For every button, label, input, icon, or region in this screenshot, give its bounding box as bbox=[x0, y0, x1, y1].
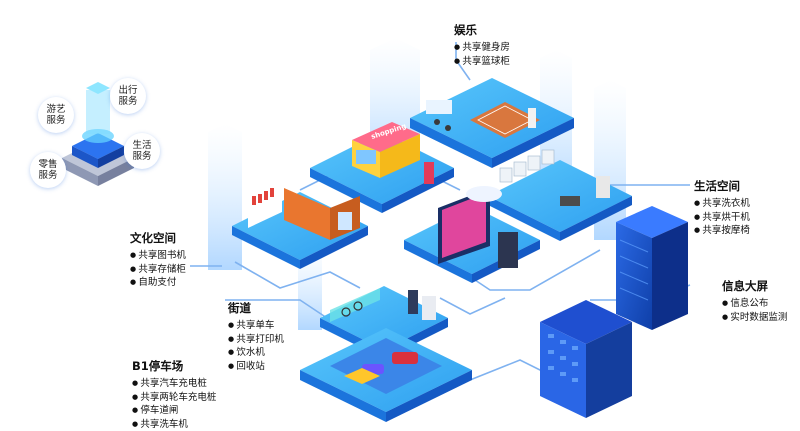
service-entertainment-label: 游艺 服务 bbox=[44, 104, 68, 126]
zone-street: 街道 共享单车 共享打印机 饮水机 回收站 bbox=[228, 300, 284, 373]
zone-parking-title: B1停车场 bbox=[132, 358, 216, 374]
zone-entertainment-list: 共享健身房 共享篮球柜 bbox=[454, 41, 510, 68]
zone-entertainment: 娱乐 共享健身房 共享篮球柜 bbox=[454, 22, 510, 68]
service-life-bubble: 生活 服务 bbox=[124, 133, 160, 169]
zone-living-list: 共享洗衣机 共享烘干机 共享按摩椅 bbox=[694, 197, 750, 238]
zone-street-title: 街道 bbox=[228, 300, 284, 316]
zone-item: 共享健身房 bbox=[454, 41, 510, 55]
zone-item: 回收站 bbox=[228, 360, 284, 374]
zone-item: 共享打印机 bbox=[228, 333, 284, 347]
service-entertainment-bubble: 游艺 服务 bbox=[38, 97, 74, 133]
service-retail-label: 零售 服务 bbox=[36, 159, 60, 181]
zone-street-list: 共享单车 共享打印机 饮水机 回收站 bbox=[228, 319, 284, 373]
zone-screen-title: 信息大屏 bbox=[722, 278, 787, 294]
zone-item: 饮水机 bbox=[228, 346, 284, 360]
zone-item: 共享两轮车充电桩 bbox=[132, 391, 216, 405]
zone-living-title: 生活空间 bbox=[694, 178, 750, 194]
zone-living: 生活空间 共享洗衣机 共享烘干机 共享按摩椅 bbox=[694, 178, 750, 238]
zone-culture: 文化空间 共享图书机 共享存储柜 自助支付 bbox=[130, 230, 186, 290]
zone-item: 实时数据监测 bbox=[722, 311, 787, 325]
service-retail-bubble: 零售 服务 bbox=[30, 152, 66, 188]
zone-item: 共享汽车充电桩 bbox=[132, 377, 216, 391]
zone-item: 共享洗衣机 bbox=[694, 197, 750, 211]
zone-item: 共享烘干机 bbox=[694, 211, 750, 225]
zone-culture-list: 共享图书机 共享存储柜 自助支付 bbox=[130, 249, 186, 290]
service-life-label: 生活 服务 bbox=[130, 140, 154, 162]
service-travel-label: 出行 服务 bbox=[116, 85, 140, 107]
zone-item: 共享存储柜 bbox=[130, 263, 186, 277]
zone-screen: 信息大屏 信息公布 实时数据监测 bbox=[722, 278, 787, 324]
zone-item: 共享洗车机 bbox=[132, 418, 216, 431]
zone-item: 自助支付 bbox=[130, 276, 186, 290]
zone-item: 共享单车 bbox=[228, 319, 284, 333]
zone-parking: B1停车场 共享汽车充电桩 共享两轮车充电桩 停车道闸 共享洗车机 bbox=[132, 358, 216, 431]
zone-item: 共享按摩椅 bbox=[694, 224, 750, 238]
zone-entertainment-title: 娱乐 bbox=[454, 22, 510, 38]
zone-item: 共享图书机 bbox=[130, 249, 186, 263]
platform-parking bbox=[300, 328, 472, 422]
zone-parking-list: 共享汽车充电桩 共享两轮车充电桩 停车道闸 共享洗车机 bbox=[132, 377, 216, 431]
zone-culture-title: 文化空间 bbox=[130, 230, 186, 246]
zone-item: 信息公布 bbox=[722, 297, 787, 311]
zone-item: 共享篮球柜 bbox=[454, 55, 510, 69]
info-screen-tower bbox=[616, 206, 688, 330]
service-travel-bubble: 出行 服务 bbox=[110, 78, 146, 114]
zone-screen-list: 信息公布 实时数据监测 bbox=[722, 297, 787, 324]
office-building bbox=[540, 300, 632, 418]
zone-item: 停车道闸 bbox=[132, 404, 216, 418]
